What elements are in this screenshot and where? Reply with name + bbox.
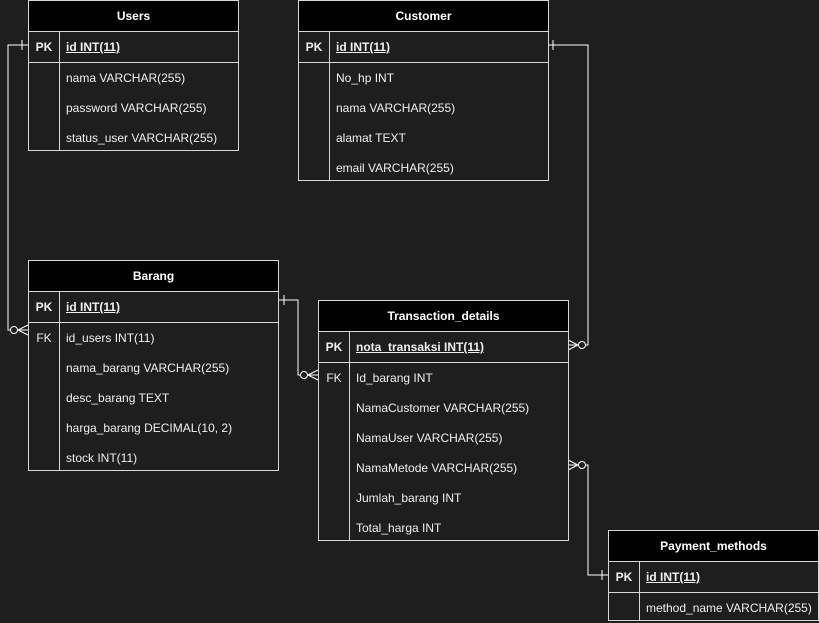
- pk-field: id INT(11): [336, 40, 391, 54]
- key-column-divider: [329, 31, 330, 180]
- field-name: status_user VARCHAR(255): [66, 131, 218, 145]
- table-title: Barang: [29, 261, 278, 292]
- field-name: Id_barang INT: [356, 371, 433, 385]
- rel-users-barang: [7, 40, 29, 336]
- table-title: Users: [29, 1, 238, 32]
- pk-key: PK: [615, 570, 633, 584]
- field-name: Jumlah_barang INT: [356, 491, 462, 505]
- barang-table[interactable]: Barang PK id INT(11) FK id_users INT(11)…: [28, 260, 279, 471]
- pk-key: PK: [35, 40, 53, 54]
- pk-key: PK: [305, 40, 323, 54]
- field-row[interactable]: alamat TEXT: [299, 123, 548, 153]
- field-name: nama VARCHAR(255): [336, 101, 456, 115]
- users-table[interactable]: Users PK id INT(11) nama VARCHAR(255) pa…: [28, 0, 239, 151]
- key-column-divider: [639, 561, 640, 620]
- payment-methods-table[interactable]: Payment_methods PK id INT(11) method_nam…: [608, 530, 819, 621]
- field-row[interactable]: email VARCHAR(255): [299, 153, 548, 183]
- pk-field: id INT(11): [66, 300, 121, 314]
- pk-row[interactable]: PK nota_transaksi INT(11): [319, 332, 568, 363]
- field-name: email VARCHAR(255): [336, 161, 454, 175]
- field-row[interactable]: desc_barang TEXT: [29, 383, 278, 413]
- rel-barang-transaction: [278, 295, 319, 381]
- fk-row[interactable]: FK id_users INT(11): [29, 323, 278, 353]
- pk-row[interactable]: PK id INT(11): [609, 562, 818, 593]
- pk-key: PK: [35, 300, 53, 314]
- field-name: stock INT(11): [66, 451, 138, 465]
- pk-row[interactable]: PK id INT(11): [29, 292, 278, 323]
- field-name: NamaMetode VARCHAR(255): [356, 461, 518, 475]
- pk-field: id INT(11): [66, 40, 121, 54]
- field-row[interactable]: harga_barang DECIMAL(10, 2): [29, 413, 278, 443]
- field-row[interactable]: nama_barang VARCHAR(255): [29, 353, 278, 383]
- field-name: method_name VARCHAR(255): [646, 601, 812, 615]
- rel-payment-transaction: [567, 459, 608, 580]
- key-column-divider: [349, 331, 350, 540]
- key-column-divider: [59, 31, 60, 150]
- field-name: NamaCustomer VARCHAR(255): [356, 401, 530, 415]
- field-row[interactable]: method_name VARCHAR(255): [609, 593, 818, 623]
- table-title: Customer: [299, 1, 548, 32]
- fk-key: FK: [36, 331, 52, 345]
- field-row[interactable]: No_hp INT: [299, 63, 548, 93]
- field-name: nama_barang VARCHAR(255): [66, 361, 230, 375]
- table-title: Payment_methods: [609, 531, 818, 562]
- field-row[interactable]: NamaUser VARCHAR(255): [319, 423, 568, 453]
- field-row[interactable]: status_user VARCHAR(255): [29, 123, 238, 153]
- pk-field: nota_transaksi INT(11): [356, 340, 485, 354]
- field-name: Total_harga INT: [356, 521, 442, 535]
- pk-row[interactable]: PK id INT(11): [299, 32, 548, 63]
- field-name: No_hp INT: [336, 71, 395, 85]
- field-name: id_users INT(11): [66, 331, 155, 345]
- field-row[interactable]: stock INT(11): [29, 443, 278, 473]
- pk-field: id INT(11): [646, 570, 701, 584]
- table-title: Transaction_details: [319, 301, 568, 332]
- transaction-details-table[interactable]: Transaction_details PK nota_transaksi IN…: [318, 300, 569, 541]
- field-name: password VARCHAR(255): [66, 101, 207, 115]
- field-row[interactable]: NamaCustomer VARCHAR(255): [319, 393, 568, 423]
- field-row[interactable]: password VARCHAR(255): [29, 93, 238, 123]
- pk-row[interactable]: PK id INT(11): [29, 32, 238, 63]
- pk-key: PK: [325, 340, 343, 354]
- customer-table[interactable]: Customer PK id INT(11) No_hp INT nama VA…: [298, 0, 549, 181]
- field-name: harga_barang DECIMAL(10, 2): [66, 421, 233, 435]
- field-name: alamat TEXT: [336, 131, 406, 145]
- key-column-divider: [59, 291, 60, 470]
- field-name: nama VARCHAR(255): [66, 71, 186, 85]
- field-row[interactable]: Jumlah_barang INT: [319, 483, 568, 513]
- field-row[interactable]: Total_harga INT: [319, 513, 568, 543]
- field-name: desc_barang TEXT: [66, 391, 170, 405]
- fk-key: FK: [326, 371, 342, 385]
- field-name: NamaUser VARCHAR(255): [356, 431, 503, 445]
- field-row[interactable]: nama VARCHAR(255): [299, 93, 548, 123]
- field-row[interactable]: NamaMetode VARCHAR(255): [319, 453, 568, 483]
- field-row[interactable]: nama VARCHAR(255): [29, 63, 238, 93]
- rel-customer-transaction: [548, 40, 589, 351]
- fk-row[interactable]: FK Id_barang INT: [319, 363, 568, 393]
